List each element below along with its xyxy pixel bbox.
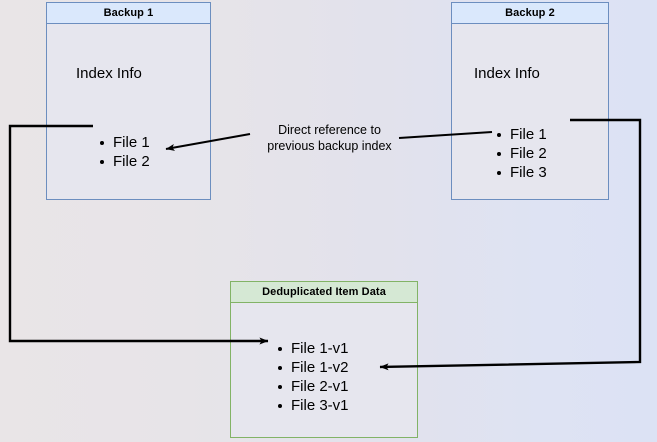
list-item: File 1	[496, 125, 547, 144]
backup1-index-label: Index Info	[76, 65, 142, 82]
list-item: File 1-v2	[277, 358, 349, 377]
direct-reference-caption: Direct reference to previous backup inde…	[267, 123, 392, 153]
dedup-header: Deduplicated Item Data	[231, 282, 417, 303]
list-item: File 2	[496, 144, 547, 163]
backup2-node[interactable]: Backup 2 Index Info File 1 File 2 File 3	[451, 2, 609, 200]
dedup-node[interactable]: Deduplicated Item Data File 1-v1 File 1-…	[230, 281, 418, 438]
backup2-index-label: Index Info	[474, 65, 540, 82]
dedup-item-list: File 1-v1 File 1-v2 File 2-v1 File 3-v1	[277, 339, 349, 415]
list-item: File 2	[99, 152, 150, 171]
backup1-header: Backup 1	[47, 3, 210, 24]
list-item: File 3-v1	[277, 396, 349, 415]
backup1-node[interactable]: Backup 1 Index Info File 1 File 2	[46, 2, 211, 200]
backup2-header: Backup 2	[452, 3, 608, 24]
list-item: File 1-v1	[277, 339, 349, 358]
list-item: File 2-v1	[277, 377, 349, 396]
list-item: File 1	[99, 133, 150, 152]
backup2-file-list: File 1 File 2 File 3	[496, 125, 547, 182]
backup1-body: Index Info File 1 File 2	[47, 24, 210, 199]
list-item: File 3	[496, 163, 547, 182]
dedup-body: File 1-v1 File 1-v2 File 2-v1 File 3-v1	[231, 303, 417, 437]
backup1-file-list: File 1 File 2	[99, 133, 150, 171]
backup2-body: Index Info File 1 File 2 File 3	[452, 24, 608, 199]
